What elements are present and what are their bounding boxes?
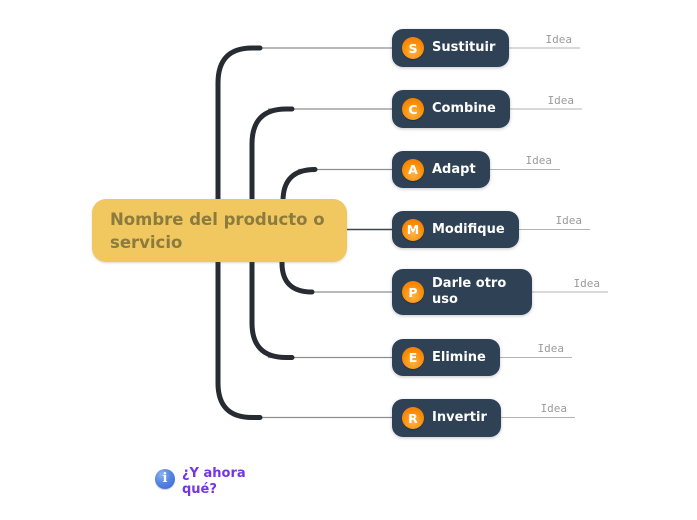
idea-label[interactable]: Idea bbox=[573, 277, 601, 290]
node-darle-otro-uso[interactable]: P Darle otro uso bbox=[392, 269, 532, 315]
trunk-invertir bbox=[215, 247, 263, 420]
letter-badge-icon: S bbox=[402, 37, 424, 59]
note-callout[interactable]: i ¿Y ahora qué? bbox=[155, 466, 262, 498]
node-combine[interactable]: C Combine bbox=[392, 90, 510, 128]
letter-badge-icon: P bbox=[402, 281, 424, 303]
idea-stub-lines bbox=[485, 47, 608, 419]
idea-label[interactable]: Idea bbox=[540, 402, 568, 415]
node-sustituir[interactable]: S Sustituir bbox=[392, 29, 510, 67]
letter-badge-icon: C bbox=[402, 98, 424, 120]
letter-badge-icon: R bbox=[402, 407, 424, 429]
trunk-sustituir bbox=[215, 45, 263, 215]
node-label: Sustituir bbox=[432, 40, 496, 55]
trunk-combine bbox=[249, 106, 295, 215]
node-label: Invertir bbox=[432, 410, 487, 425]
node-label: Combine bbox=[432, 101, 496, 116]
branch-trunks bbox=[215, 45, 318, 420]
letter-badge-icon: A bbox=[402, 158, 424, 181]
central-topic-label: Nombre del producto o servicio bbox=[110, 209, 325, 252]
node-invertir[interactable]: R Invertir bbox=[392, 399, 501, 437]
idea-label[interactable]: Idea bbox=[537, 342, 565, 355]
node-label: Modifique bbox=[432, 221, 505, 237]
trunk-darle-otro-uso bbox=[279, 247, 315, 295]
trunk-elimine bbox=[249, 247, 295, 360]
note-label: ¿Y ahora qué? bbox=[182, 466, 246, 497]
node-label: Adapt bbox=[432, 161, 476, 177]
node-label: Darle otro uso bbox=[432, 276, 507, 307]
idea-label[interactable]: Idea bbox=[555, 214, 583, 227]
node-modifique[interactable]: M Modifique bbox=[392, 211, 519, 248]
letter-badge-icon: M bbox=[402, 218, 424, 241]
idea-label[interactable]: Idea bbox=[545, 33, 573, 46]
node-elimine[interactable]: E Elimine bbox=[392, 339, 500, 376]
node-label: Elimine bbox=[432, 349, 486, 365]
letter-badge-icon: E bbox=[402, 346, 424, 369]
node-adapt[interactable]: A Adapt bbox=[392, 151, 490, 188]
info-icon: i bbox=[155, 469, 175, 489]
central-topic-node[interactable]: Nombre del producto o servicio bbox=[92, 199, 347, 262]
idea-label[interactable]: Idea bbox=[547, 94, 575, 107]
idea-label[interactable]: Idea bbox=[525, 154, 553, 167]
